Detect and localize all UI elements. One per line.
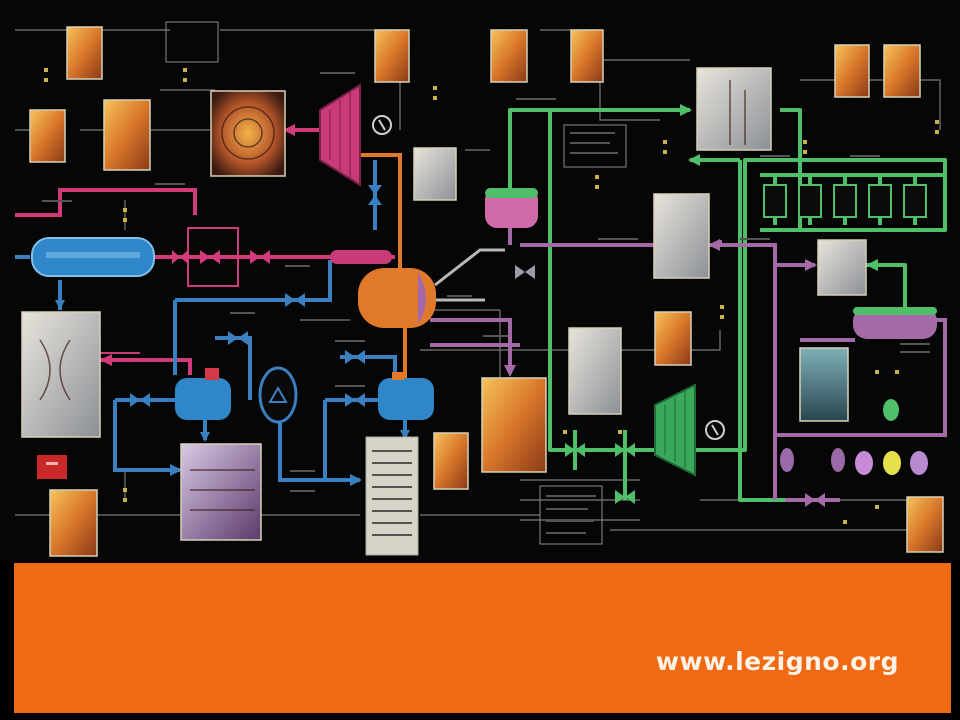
lamp-icon: [855, 451, 873, 475]
thin-connection-lines: [15, 29, 941, 531]
arrow-icon: [805, 259, 817, 271]
picture-panel-icon: [817, 239, 867, 296]
pump-icon: [705, 420, 725, 440]
red-indicator: [37, 455, 67, 479]
valve-icon: [805, 493, 825, 507]
tank-icon: [175, 378, 231, 420]
picture-panel-icon: [180, 443, 262, 541]
arrow-icon: [400, 430, 410, 440]
valve-icon: [345, 393, 365, 407]
faint-label-bars: [42, 72, 930, 536]
lamp-icon: [883, 451, 901, 475]
valves: [130, 185, 825, 507]
picture-panel-icon: [490, 29, 528, 83]
picture-panel-icon: [570, 29, 604, 83]
picture-panel-icon: [799, 347, 849, 422]
lamp-icon: [883, 399, 899, 421]
picture-panel-icon: [481, 377, 547, 473]
picture-panel-icon: [49, 489, 98, 557]
valve-icon: [285, 293, 305, 307]
diagram-canvas: [15, 21, 947, 557]
picture-panel-icon: [21, 311, 101, 438]
orange-pipes: [360, 153, 407, 380]
picture-panel-icon: [103, 99, 151, 171]
valve-icon: [515, 265, 535, 279]
picture-panel-icon: [654, 311, 692, 366]
tank-icon: [358, 268, 436, 328]
lamp-icon: [780, 448, 794, 472]
picture-panels: [21, 26, 944, 557]
valve-icon: [200, 250, 220, 264]
picture-panel-icon: [433, 432, 469, 490]
green-chamber-row: [763, 184, 927, 218]
picture-panel-icon: [883, 44, 921, 98]
valve-icon: [565, 443, 585, 457]
picture-panel-icon: [906, 496, 944, 553]
picture-panel-icon: [696, 67, 772, 151]
picture-panel-icon: [653, 193, 710, 279]
arrow-icon: [55, 300, 65, 310]
arrow-icon: [708, 239, 720, 251]
valve-icon: [172, 250, 188, 264]
picture-panel-icon: [834, 44, 870, 98]
picture-panel-icon: [29, 109, 66, 163]
arrow-icon: [283, 124, 295, 136]
picture-panel-icon: [413, 147, 457, 201]
dials: [372, 115, 725, 440]
process-diagram: [15, 21, 947, 557]
indicator-ticks: [44, 68, 939, 524]
valve-icon: [130, 393, 150, 407]
arrow-icon: [504, 365, 516, 377]
valve-icon: [228, 331, 248, 345]
arrow-icon: [170, 464, 182, 476]
arrow-icon: [680, 104, 692, 116]
flow-arrows: [55, 104, 878, 486]
valve-icon: [615, 490, 635, 504]
arrow-icon: [100, 354, 112, 366]
picture-panel-icon: [568, 327, 622, 415]
arrow-icon: [350, 474, 362, 486]
tank-icon: [378, 378, 434, 420]
pump-icon: [372, 115, 392, 135]
filter-icon: [258, 366, 298, 424]
panel-details: [39, 80, 746, 511]
grey-pipes: [434, 248, 505, 302]
valve-icon: [250, 250, 270, 264]
lamps: [780, 399, 928, 475]
picture-panel-icon: [374, 29, 410, 83]
valve-icon: [368, 185, 382, 205]
orange-footer-banner: www.lezigno.org: [14, 563, 951, 713]
picture-panel-icon: [66, 26, 103, 80]
lamp-icon: [910, 451, 928, 475]
picture-panel-icon: [210, 90, 286, 177]
arrow-icon: [866, 259, 878, 271]
arrow-icon: [200, 432, 210, 442]
lamp-icon: [831, 448, 845, 472]
valve-icon: [615, 443, 635, 457]
arrow-icon: [688, 154, 700, 166]
valve-icon: [345, 350, 365, 364]
website-url-text[interactable]: www.lezigno.org: [655, 647, 899, 676]
vessels: [31, 188, 937, 420]
green-pipes: [508, 108, 947, 502]
